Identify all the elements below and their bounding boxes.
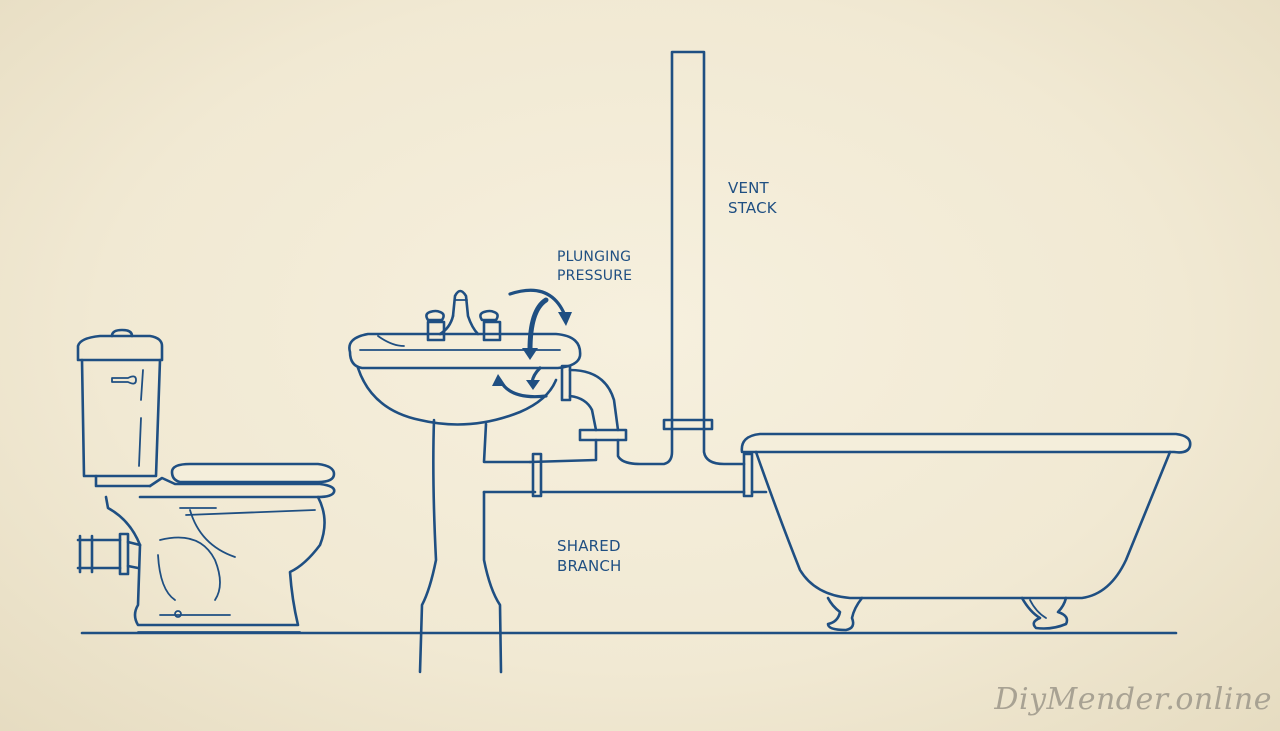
clawfoot-bathtub-icon [740,432,1192,632]
vent-stack-label: VENT STACK [728,178,777,218]
plunging-pressure-label: PLUNGING PRESSURE [557,248,632,286]
pedestal-sink-icon [348,289,674,674]
shared-branch-label-line-1: SHARED [557,537,621,555]
plunging-pressure-label-line-1: PLUNGING [557,249,632,265]
toilet-icon [76,328,336,633]
plunging-pressure-label-line-2: PRESSURE [557,268,633,284]
vent-stack-label-line-1: VENT [728,179,769,197]
shared-branch-pipe-icon [531,452,768,498]
vent-stack-label-line-2: STACK [728,199,777,217]
shared-branch-label-line-2: BRANCH [557,557,622,575]
watermark: DiyMender.online [994,682,1272,717]
vent-stack-icon [662,50,746,466]
shared-branch-label: SHARED BRANCH [557,536,622,576]
plunging-pressure-arrows-icon [492,288,572,399]
